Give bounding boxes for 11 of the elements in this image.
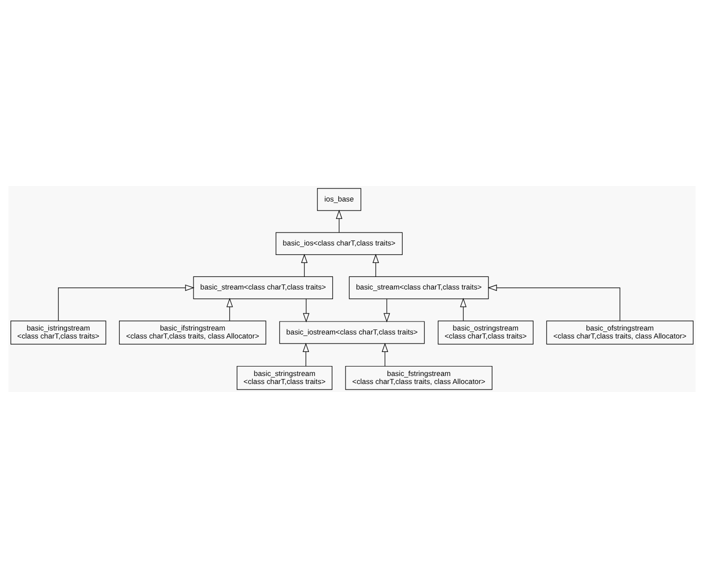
arrow (488, 284, 620, 322)
arrow (384, 298, 390, 322)
arrow (226, 298, 233, 322)
arrow (460, 298, 466, 322)
arrow (382, 342, 388, 366)
arrow (302, 342, 310, 366)
arrow (336, 210, 342, 233)
arrow (372, 254, 379, 277)
arrow (302, 298, 310, 322)
arrow (301, 254, 308, 277)
arrow (58, 284, 194, 322)
